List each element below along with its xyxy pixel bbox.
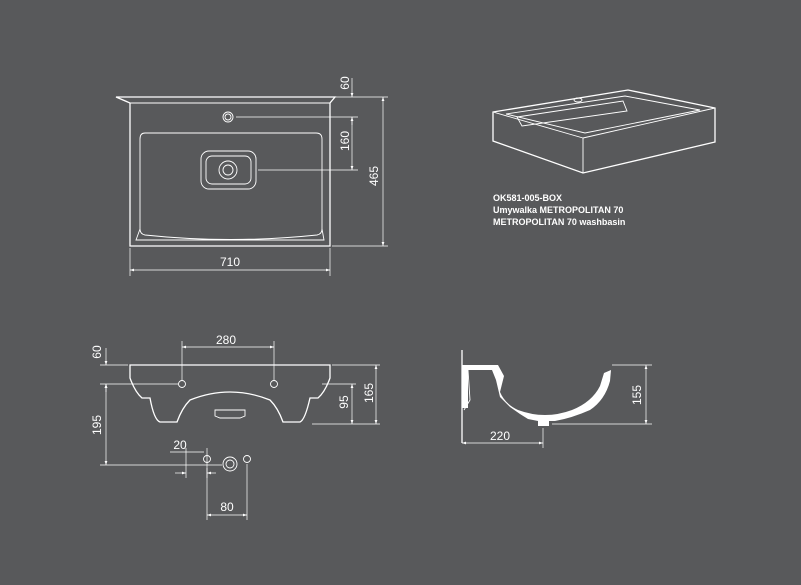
dim-top-width-label: 710 [220, 255, 240, 269]
caption-name-english: METROPOLITAN 70 washbasin [493, 217, 625, 227]
side-view-section [462, 365, 611, 426]
top-view-drain [200, 150, 257, 190]
front-view-drain-connections [203, 455, 251, 472]
dim-front-165-label: 165 [362, 383, 376, 403]
product-caption: OK581-005-BOX Umywalka METROPOLITAN 70 M… [493, 193, 625, 227]
caption-name-polish: Umywalka METROPOLITAN 70 [493, 205, 623, 215]
front-view: 280 60 195 95 165 20 80 [90, 333, 380, 520]
front-view-basin-outline [129, 364, 331, 423]
side-section-view: 155 220 [461, 350, 652, 448]
side-view-dimension-lines [462, 364, 652, 448]
dim-front-20-label: 20 [173, 438, 187, 452]
front-view-dimension-lines [100, 341, 380, 520]
dim-top-60-label: 60 [338, 76, 352, 90]
dim-front-280-label: 280 [216, 333, 236, 347]
dim-side-155-label: 155 [630, 385, 644, 405]
dim-front-80-label: 80 [220, 500, 234, 514]
isometric-view [492, 89, 716, 174]
caption-product-code: OK581-005-BOX [493, 193, 562, 203]
dim-top-465-label: 465 [367, 166, 381, 186]
dim-top-160-label: 160 [338, 131, 352, 151]
dim-front-195-label: 195 [90, 415, 104, 435]
top-view-basin-outline [115, 96, 337, 247]
dim-front-95-label: 95 [337, 395, 351, 409]
top-view: 710 60 160 465 [115, 76, 388, 276]
dim-front-60-label: 60 [90, 345, 104, 359]
top-view-dimension-lines [129, 78, 388, 276]
dim-side-220-label: 220 [490, 429, 510, 443]
